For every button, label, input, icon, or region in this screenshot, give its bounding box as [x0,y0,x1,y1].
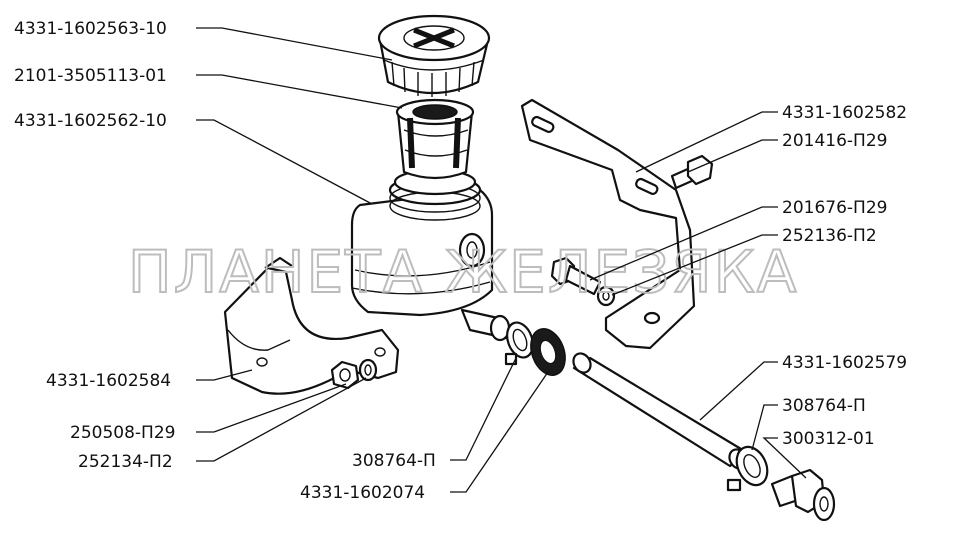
label-clamp-right: 308764-П [782,396,866,416]
reservoir [350,168,511,342]
label-bracket-right: 4331-1602582 [782,103,907,123]
cap [377,14,491,97]
label-nut-left: 250508-П29 [70,423,175,443]
label-washer-left: 252134-П2 [78,452,173,472]
nut-left [330,360,360,390]
hose [572,352,748,470]
label-reservoir: 4331-1602562-10 [14,111,167,131]
label-bolt-mid: 201676-П29 [782,198,887,218]
label-hose: 4331-1602579 [782,353,907,373]
label-bracket-left: 4331-1602584 [46,371,171,391]
watermark: ПЛАНЕТА ЖЕЛЕЗЯКА [128,238,798,306]
label-nut-center: 4331-1602074 [300,483,425,503]
clamp-right [726,445,769,492]
bolt-top [670,154,714,190]
filter [395,98,475,180]
label-cap: 4331-1602563-10 [14,19,167,39]
leader-lines [196,27,807,493]
fitting [770,468,836,522]
label-fitting: 300312-01 [782,429,875,449]
nut-center [530,328,566,376]
label-washer-mid: 252136-П2 [782,226,877,246]
clamp-center [504,321,534,366]
bolt-mid [550,256,602,296]
label-bolt-top: 201416-П29 [782,131,887,151]
label-filter: 2101-3505113-01 [14,66,167,86]
bracket-right [520,98,696,350]
bracket-left [223,256,400,395]
washer-left [358,358,378,382]
label-clamp-center: 308764-П [352,451,436,471]
washer-mid [596,285,616,307]
